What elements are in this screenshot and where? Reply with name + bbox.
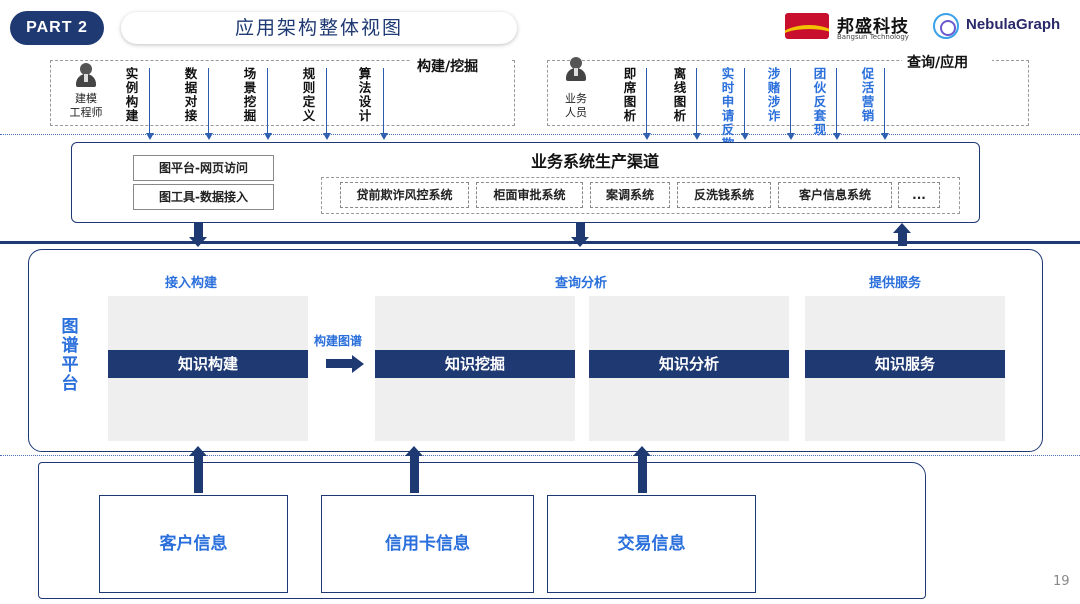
step-instance-build: 实例构建 bbox=[125, 66, 139, 123]
systems-group bbox=[321, 177, 960, 214]
nebula-name: NebulaGraph bbox=[966, 16, 1061, 33]
arrow-down-icon bbox=[787, 133, 795, 140]
arrow-down-icon bbox=[881, 133, 889, 140]
arrow-down-icon bbox=[643, 133, 651, 140]
system-counter-approval: 柜面审批系统 bbox=[476, 182, 583, 208]
bangsun-name-en: Bangsun Technology bbox=[837, 33, 909, 41]
arrow-down-icon bbox=[264, 133, 272, 140]
step-adhoc-analysis: 即席图析 bbox=[623, 66, 637, 123]
arrow-down-icon bbox=[146, 133, 154, 140]
arrow-up-icon bbox=[893, 223, 911, 233]
label-build-graph: 构建图谱 bbox=[314, 334, 363, 348]
part-badge: PART 2 bbox=[10, 11, 104, 45]
system-case-investigation: 案调系统 bbox=[590, 182, 670, 208]
arrow-down-icon bbox=[741, 133, 749, 140]
tool-data-ingest: 图工具-数据接入 bbox=[133, 184, 274, 210]
page-title: 应用架构整体视图 bbox=[121, 12, 517, 44]
business-panel-label: 查询/应用 bbox=[907, 55, 969, 71]
arrow-down-icon bbox=[693, 133, 701, 140]
label-service: 提供服务 bbox=[869, 276, 922, 291]
label-query: 查询分析 bbox=[555, 276, 608, 291]
bangsun-name: 邦盛科技 bbox=[837, 17, 909, 37]
step-gang-cashout: 团伙反套现 bbox=[813, 66, 827, 137]
arrow-up-icon bbox=[633, 446, 651, 456]
step-rule-define: 规则定义 bbox=[302, 66, 316, 123]
arrow-up-icon bbox=[405, 446, 423, 456]
modeling-panel-label: 构建/挖掘 bbox=[417, 59, 479, 75]
step-algorithm-design: 算法设计 bbox=[358, 66, 372, 123]
label-ingest: 接入构建 bbox=[165, 276, 218, 291]
arrow-down-icon bbox=[323, 133, 331, 140]
module-knowledge-service: 知识服务 bbox=[805, 350, 1005, 378]
system-anti-money-laundering: 反洗钱系统 bbox=[677, 182, 771, 208]
business-user-panel bbox=[547, 60, 1029, 126]
arrow-down-icon bbox=[380, 133, 388, 140]
nebula-logo-icon bbox=[933, 13, 959, 39]
module-knowledge-build: 知识构建 bbox=[108, 350, 308, 378]
modeling-panel bbox=[50, 60, 515, 126]
source-transaction-info: 交易信息 bbox=[547, 495, 756, 593]
page-number: 19 bbox=[1053, 574, 1070, 589]
step-offline-analysis: 离线图析 bbox=[673, 66, 687, 123]
module-knowledge-mining: 知识挖掘 bbox=[375, 350, 575, 378]
step-scene-mining: 场景挖掘 bbox=[243, 66, 257, 123]
step-data-connect: 数据对接 bbox=[184, 66, 198, 123]
arrow-up-icon bbox=[189, 446, 207, 456]
arrow-down-icon bbox=[205, 133, 213, 140]
divider bbox=[0, 455, 1080, 456]
source-customer-info: 客户信息 bbox=[99, 495, 288, 593]
system-customer-info: 客户信息系统 bbox=[778, 182, 892, 208]
source-credit-card-info: 信用卡信息 bbox=[321, 495, 534, 593]
business-role: 业务 人员 bbox=[565, 92, 587, 119]
step-gambling-fraud: 涉赌涉诈 bbox=[767, 66, 781, 123]
engineer-role: 建模 工程师 bbox=[69, 92, 103, 119]
divider bbox=[0, 134, 1080, 135]
person-icon bbox=[74, 63, 98, 87]
business-channel-title: 业务系统生产渠道 bbox=[531, 152, 660, 171]
data-source-box bbox=[38, 462, 926, 599]
separator bbox=[0, 241, 1080, 244]
tool-web-access: 图平台-网页访问 bbox=[133, 155, 274, 181]
graph-platform-title: 图谱平台 bbox=[61, 317, 79, 394]
arrow-down-icon bbox=[833, 133, 841, 140]
system-loan-fraud: 贷前欺诈风控系统 bbox=[340, 182, 469, 208]
arrow-right-icon bbox=[352, 355, 364, 373]
module-knowledge-analysis: 知识分析 bbox=[589, 350, 789, 378]
bangsun-logo-icon bbox=[785, 13, 829, 39]
person-icon bbox=[564, 57, 588, 81]
step-marketing: 促活营销 bbox=[861, 66, 875, 123]
system-more: ... bbox=[898, 182, 940, 208]
